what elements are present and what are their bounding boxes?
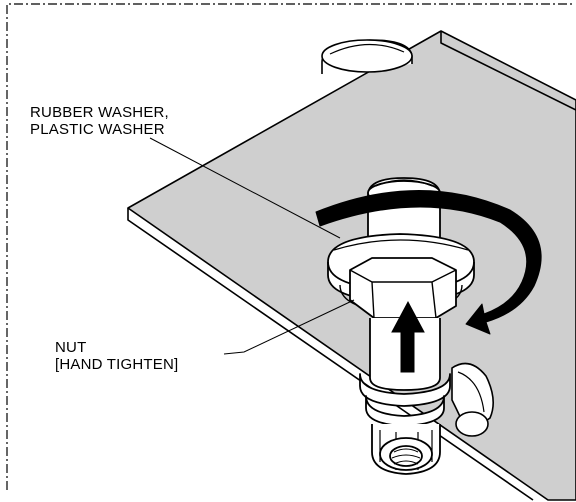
- plate-edge: [127, 31, 576, 501]
- back-fitting: [321, 39, 413, 74]
- dash-dot-frame: [6, 3, 574, 490]
- rotation-arrow: [315, 190, 542, 335]
- hex-nut: [349, 257, 457, 319]
- washer-leader-line: [149, 137, 341, 239]
- nut-label-line-2: [HAND TIGHTEN]: [55, 356, 179, 373]
- nut-callout-label: NUT [HAND TIGHTEN]: [55, 339, 178, 373]
- nut-label-line-1: NUT: [55, 339, 87, 356]
- push-up-arrow: [391, 300, 425, 373]
- washer-label-line-2: PLASTIC WASHER: [30, 121, 165, 138]
- washer-callout-label: RUBBER WASHER, PLASTIC WASHER: [30, 104, 169, 138]
- nut-leader-line: [223, 299, 355, 355]
- washer-label-line-1: RUBBER WASHER,: [30, 104, 169, 121]
- elbow-fitting: [451, 362, 494, 437]
